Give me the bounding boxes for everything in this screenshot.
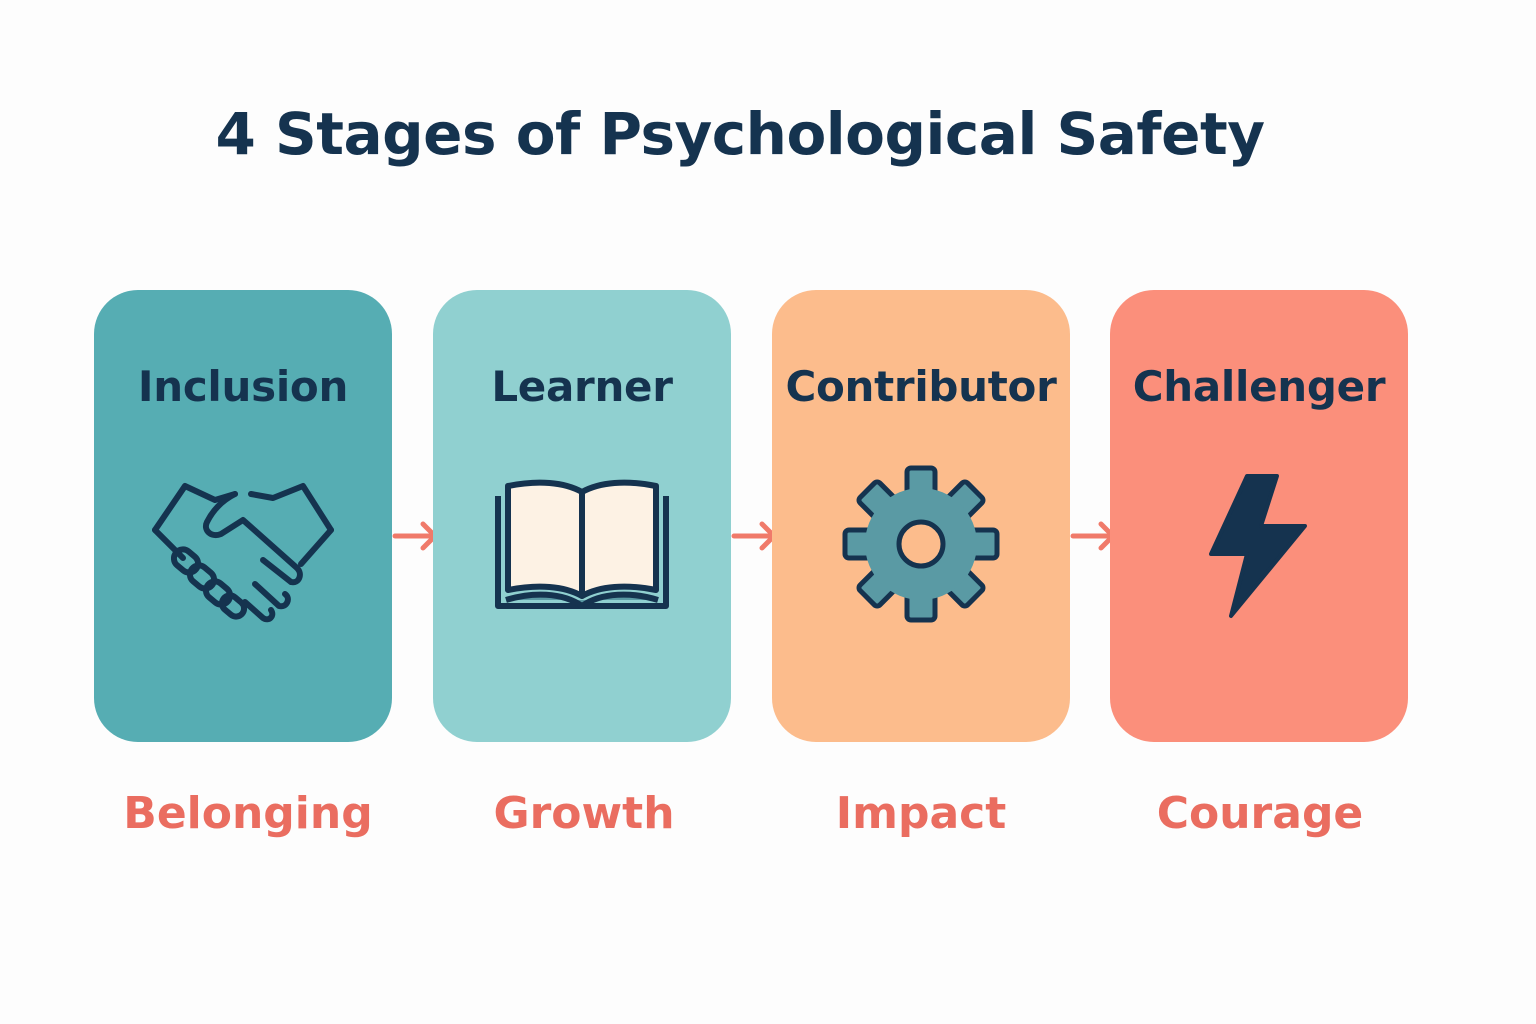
stage-label-challenger: Challenger <box>1132 362 1386 411</box>
handshake-icon <box>143 460 343 630</box>
gear-icon <box>821 460 1021 630</box>
stage-caption-belonging: Belonging <box>123 788 373 839</box>
stage-caption-courage: Courage <box>1156 788 1364 839</box>
lightning-bolt-icon <box>1159 460 1359 630</box>
stage-label-learner: Learner <box>491 362 673 411</box>
diagram-title: 4 Stages of Psychological Safety <box>215 100 1265 168</box>
stage-label-inclusion: Inclusion <box>137 362 349 411</box>
stage-caption-impact: Impact <box>835 788 1007 839</box>
stage-caption-growth: Growth <box>493 788 675 839</box>
open-book-icon <box>482 460 682 630</box>
stage-card-inclusion <box>94 290 392 742</box>
stage-label-contributor: Contributor <box>785 362 1057 411</box>
